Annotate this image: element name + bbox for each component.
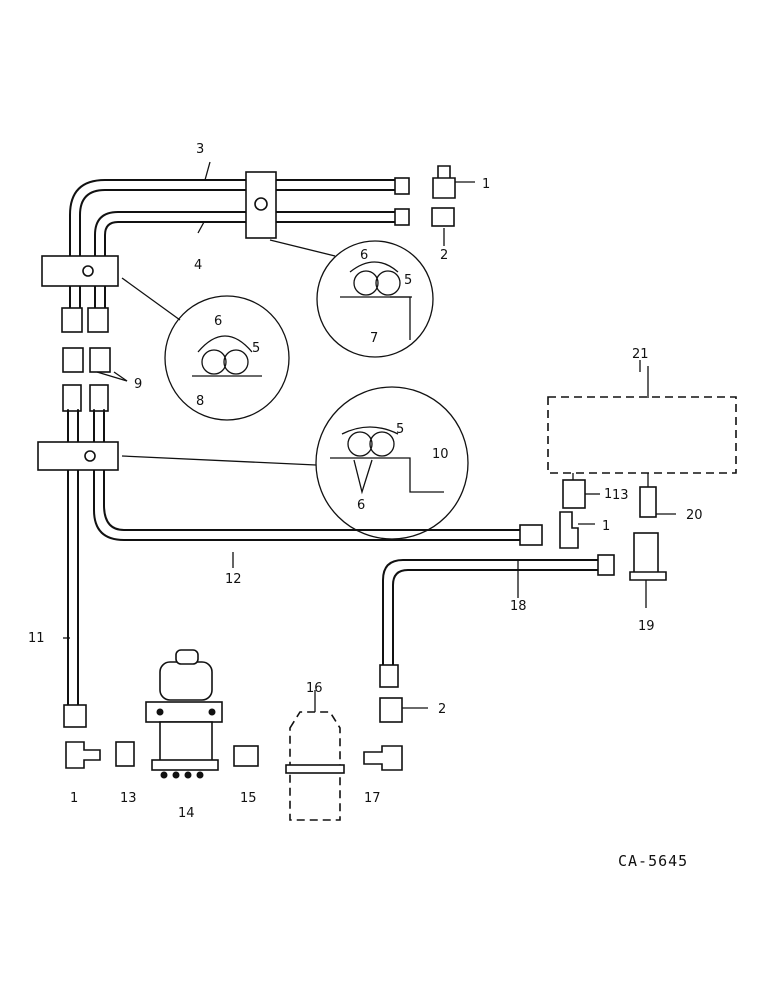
callout-label: 3	[196, 142, 204, 157]
elbow-fitting-lower	[65, 741, 101, 769]
clamp-left-lower-bolt	[84, 450, 96, 462]
tube-4-nut	[394, 208, 410, 226]
callout-label: 18	[510, 599, 527, 614]
clamp-upper-bolt	[254, 197, 268, 211]
union-fitting-lower	[379, 697, 403, 723]
tube-18-nut-lower	[379, 664, 399, 688]
fitting-13-upper	[562, 479, 586, 509]
tube-18	[382, 559, 601, 666]
tube-12	[93, 409, 521, 541]
callout-label: 13	[612, 488, 629, 503]
tee-fitting-19-base	[629, 571, 667, 581]
callout-label: 16	[306, 681, 323, 696]
callout-label: 21	[632, 347, 649, 362]
callout-label: 20	[686, 508, 703, 523]
callout-label: 5	[396, 422, 404, 437]
callout-label: 15	[240, 791, 257, 806]
clamp-left-upper-bolt	[82, 265, 94, 277]
callout-label: 14	[178, 806, 195, 821]
adapter-13-lower	[115, 741, 135, 767]
callout-label: 9	[134, 377, 142, 392]
fuel-pump-14	[145, 649, 223, 779]
callout-label: 8	[196, 394, 204, 409]
tube-end-fitting	[62, 384, 82, 412]
callout-label: 17	[364, 791, 381, 806]
callout-label: 6	[357, 498, 365, 513]
clamp-left-upper	[41, 255, 119, 287]
tube-3	[69, 179, 396, 311]
clamp-left-lower	[37, 441, 119, 471]
coupling	[62, 347, 84, 373]
callout-label: 6	[360, 248, 368, 263]
elbow-fitting-17	[363, 745, 403, 771]
elbow-fitting-mid	[559, 511, 579, 549]
detail-circle-lower	[315, 386, 469, 540]
callout-label: 12	[225, 572, 242, 587]
callout-label: 7	[370, 331, 378, 346]
leader-arrow	[269, 239, 336, 257]
tube-11-nut	[63, 704, 87, 728]
component-21-outline	[547, 396, 737, 474]
drawing-code: CA-5645	[618, 852, 688, 870]
callout-label: 10	[432, 447, 449, 462]
callout-label: 1	[602, 519, 610, 534]
callout-label: 5	[404, 273, 412, 288]
callout-label: 11	[28, 631, 45, 646]
tube-18-nut	[597, 554, 615, 576]
detail-circle-middle	[164, 295, 290, 421]
callout-label: 19	[638, 619, 655, 634]
union-fitting-upper	[431, 207, 455, 227]
filter-16	[285, 690, 345, 821]
tube-12-nut	[519, 524, 543, 546]
callout-label: 1	[482, 177, 490, 192]
callout-label: 1	[70, 791, 78, 806]
callout-label: 13	[120, 791, 137, 806]
coupling	[89, 347, 111, 373]
tube-3-nut	[394, 177, 410, 195]
leader-arrow	[121, 277, 181, 321]
tube-end-fitting	[89, 384, 109, 412]
callout-label: 1	[604, 487, 612, 502]
callout-label: 5	[252, 341, 260, 356]
adapter-15	[233, 745, 259, 767]
callout-label: 6	[214, 314, 222, 329]
tube-end-fitting	[87, 307, 109, 333]
callout-label: 2	[440, 248, 448, 263]
callout-label: 2	[438, 702, 446, 717]
clamp-upper	[245, 171, 277, 239]
tube-4	[94, 211, 396, 311]
detail-circle-upper	[316, 240, 434, 358]
tube-end-fitting	[61, 307, 83, 333]
tee-fitting-19	[633, 532, 659, 574]
callout-label: 4	[194, 258, 202, 273]
leader-arrow	[121, 455, 317, 466]
fitting-20	[639, 486, 657, 518]
elbow-fitting-upper	[432, 165, 456, 199]
